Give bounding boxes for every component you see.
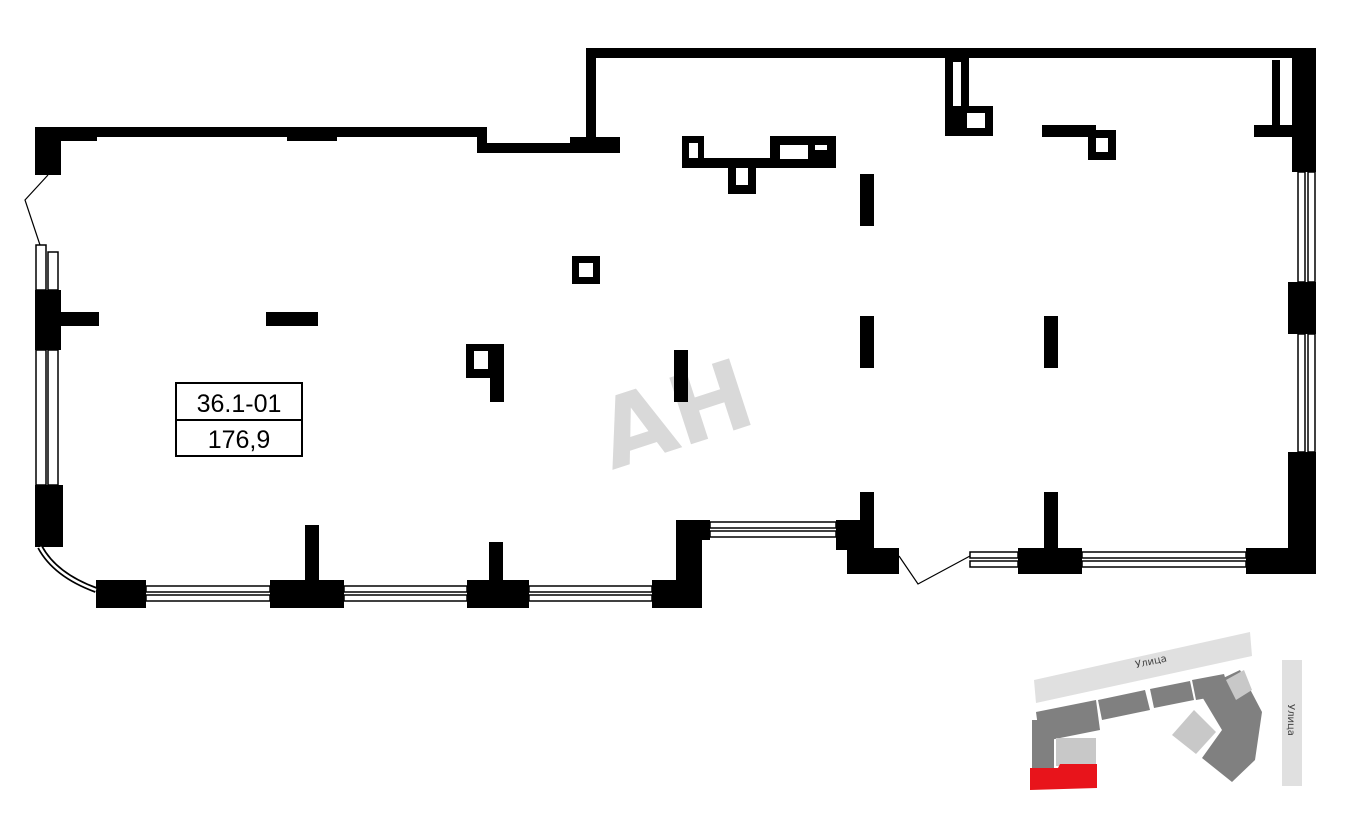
street-top-road xyxy=(1034,632,1252,703)
highlighted-unit xyxy=(1030,764,1097,790)
unit-area: 176,9 xyxy=(208,426,271,454)
site-map: Улица Улица xyxy=(1030,632,1302,790)
unit-id: 36.1-01 xyxy=(197,390,282,418)
street-right-label: Улица xyxy=(1285,704,1296,736)
interior-walls xyxy=(55,58,1116,582)
windows xyxy=(35,171,1316,602)
street-right-road xyxy=(1282,660,1302,786)
unit-label: 36.1-01 176,9 xyxy=(175,382,303,457)
exterior-walls xyxy=(35,48,1316,608)
doors xyxy=(24,174,971,585)
